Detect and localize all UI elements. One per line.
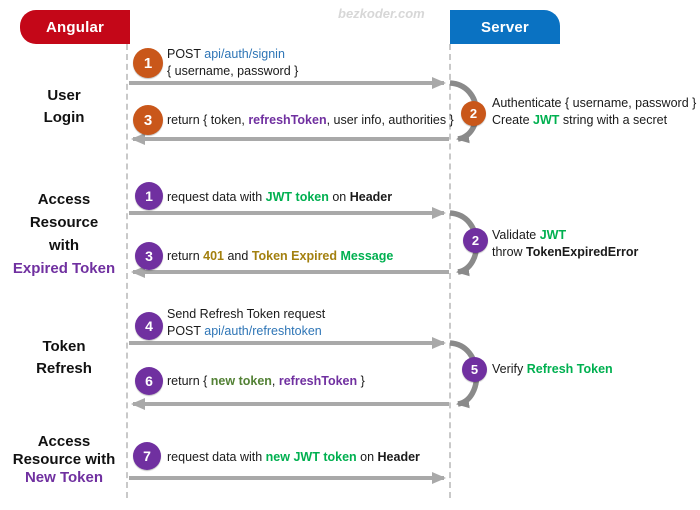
step-circle-5: 5 xyxy=(462,357,487,382)
actor-angular-label: Angular xyxy=(45,18,105,36)
label-access-new-token: Access Resource with New Token xyxy=(12,433,116,486)
watermark: bezkoder.com xyxy=(338,6,425,21)
message-signin-request: POST api/auth/signin { username, passwor… xyxy=(167,47,299,78)
step-circle-expired-3: 3 xyxy=(135,242,163,270)
message-request-expired: request data with JWT token on Header xyxy=(167,190,393,204)
label-user-login: User Login xyxy=(43,87,85,126)
note-verify-refresh-token: Verify Refresh Token xyxy=(492,362,613,376)
message-refresh-request: Send Refresh Token request POST api/auth… xyxy=(167,307,326,338)
step-circle-2-expired: 2 xyxy=(463,228,488,253)
actor-server-label: Server xyxy=(481,18,529,36)
step-circle-4: 4 xyxy=(135,312,163,340)
step-circle-7: 7 xyxy=(133,442,161,470)
note-authenticate: Authenticate { username, password } Crea… xyxy=(492,96,697,127)
label-token-refresh: Token Refresh xyxy=(36,338,92,377)
step-circle-6: 6 xyxy=(135,367,163,395)
actor-angular: Angular xyxy=(20,10,130,44)
message-refresh-response: return { new token, refreshToken } xyxy=(167,374,365,388)
step-circle-3: 3 xyxy=(133,105,163,135)
message-signin-response: return { token, refreshToken, user info,… xyxy=(167,113,454,127)
message-401-response: return 401 and Token Expired Message xyxy=(167,249,394,263)
step-circle-1: 1 xyxy=(133,48,163,78)
step-circle-expired-1: 1 xyxy=(135,182,163,210)
message-request-new-token: request data with new JWT token on Heade… xyxy=(167,450,420,464)
angular-lifeline xyxy=(126,44,128,498)
step-circle-2-login: 2 xyxy=(461,101,486,126)
label-access-expired-token: Access Resource with Expired Token xyxy=(12,191,116,277)
note-validate-jwt: Validate JWT throw TokenExpiredError xyxy=(492,228,639,259)
actor-server: Server xyxy=(450,10,560,44)
